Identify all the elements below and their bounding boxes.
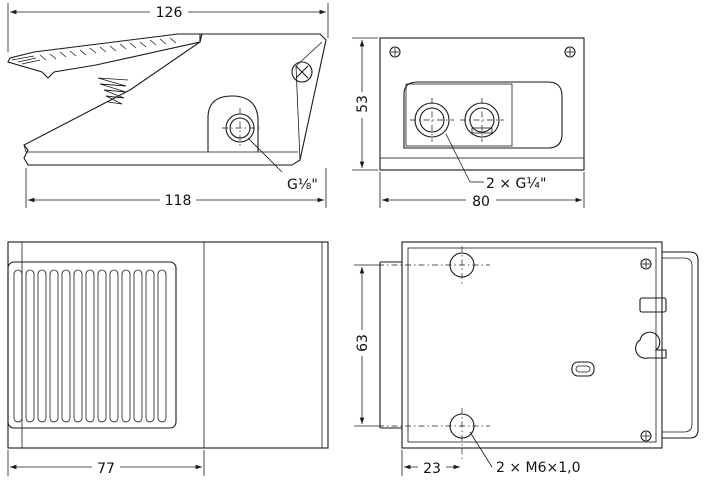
port-rear-right (460, 98, 504, 142)
oval-slot (571, 361, 595, 377)
housing-side: G⅛" (23, 33, 327, 193)
rect-slot (639, 297, 667, 313)
mount-hole-top (378, 246, 490, 284)
pedal-ribs (13, 269, 167, 423)
spring (97, 77, 129, 105)
pedal-plate (7, 33, 203, 79)
mount-hole-bottom (378, 408, 490, 460)
bottom-view: 63 23 2 × M6×1,0 (354, 241, 699, 477)
dim-63-label: 63 (355, 334, 371, 352)
top-view: 77 (7, 241, 329, 477)
dim-126: 126 (7, 2, 329, 52)
dim-g18-label: G⅛" (287, 177, 318, 193)
screw-rear-left (389, 46, 401, 58)
dim-53-label: 53 (355, 95, 371, 113)
dim-63: 63 (354, 264, 378, 427)
dim-g14: 2 × G¼" (445, 133, 546, 192)
port-boss-side (207, 95, 262, 152)
rear-view: 53 2 × G¼" 80 (352, 37, 585, 210)
dim-126-label: 126 (156, 5, 183, 21)
dim-80: 80 (379, 172, 585, 210)
screw-bottom-bottom (640, 430, 652, 442)
dim-23-label: 23 (423, 461, 441, 477)
dim-77: 77 (7, 450, 205, 477)
port-rear-left (410, 98, 454, 142)
screw-rear-right (564, 46, 576, 58)
dim-118-label: 118 (165, 193, 192, 209)
dim-53: 53 (352, 37, 378, 171)
dim-80-label: 80 (472, 194, 490, 210)
side-view: 126 (7, 2, 329, 209)
keyhole-slot (635, 331, 667, 359)
dim-g14-label: 2 × G¼" (486, 176, 546, 192)
dim-77-label: 77 (97, 461, 115, 477)
dim-g18: G⅛" (247, 137, 318, 193)
screw-bottom-top (640, 258, 652, 270)
screw-side (291, 61, 313, 83)
dim-m6: 2 × M6×1,0 (469, 431, 581, 476)
dim-m6-label: 2 × M6×1,0 (496, 460, 581, 476)
dim-23: 23 (401, 450, 460, 477)
dim-118: 118 (25, 168, 327, 209)
